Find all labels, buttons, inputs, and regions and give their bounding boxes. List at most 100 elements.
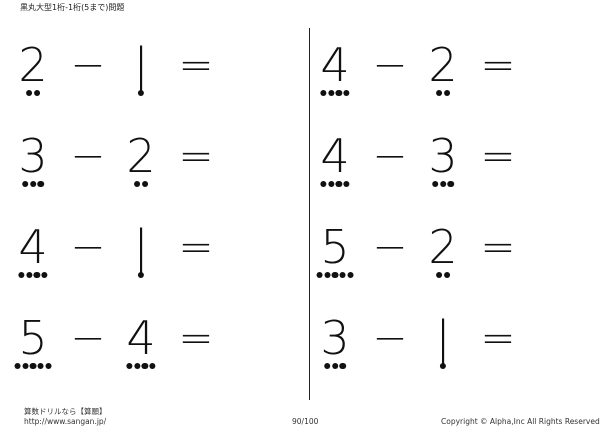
count-dot <box>432 181 439 188</box>
subtrahend: 2 <box>126 131 156 206</box>
subtrahend-digit: 2 <box>428 220 458 274</box>
count-dot <box>320 181 327 188</box>
minuend: 4 <box>18 222 48 297</box>
count-dot <box>343 90 350 97</box>
subtrahend-digit: 3 <box>428 129 458 183</box>
count-dot <box>134 363 141 370</box>
minuend: 3 <box>320 313 350 388</box>
subtrahend: 2 <box>428 222 458 297</box>
count-dot <box>443 90 450 97</box>
subtrahend: | <box>126 40 156 115</box>
equals-sign: = <box>178 313 214 362</box>
minuend-dots <box>22 181 44 188</box>
count-dot <box>22 363 29 370</box>
minus-sign: − <box>70 131 106 180</box>
count-dot <box>436 90 443 97</box>
count-dot <box>33 272 40 279</box>
page-number: 90/100 <box>292 417 319 426</box>
count-dot <box>439 363 447 370</box>
count-dot <box>331 272 339 279</box>
minus-sign: − <box>70 222 106 271</box>
count-dot <box>22 181 29 188</box>
copyright: Copyright © Alpha,Inc All Rights Reserve… <box>441 417 600 426</box>
subtrahend: 3 <box>428 131 458 206</box>
equals-sign: = <box>178 40 214 89</box>
equals-sign: = <box>178 222 214 271</box>
count-dot <box>335 90 342 97</box>
subtrahend-dots <box>134 181 148 188</box>
minus-sign: − <box>372 131 408 180</box>
count-dot <box>347 272 354 279</box>
count-dot <box>26 272 33 279</box>
count-dot <box>316 272 323 279</box>
equals-sign: = <box>480 313 516 362</box>
column-divider <box>309 28 310 400</box>
subtrahend-digit: 2 <box>428 38 458 92</box>
count-dot <box>339 363 346 370</box>
problem-1: 2 − | = <box>18 40 278 120</box>
minuend-dots <box>324 363 346 370</box>
count-dot <box>339 272 346 279</box>
subtrahend-dots <box>436 272 450 279</box>
minus-sign: − <box>372 313 408 362</box>
count-dot <box>447 181 454 188</box>
minuend-dots <box>18 272 48 279</box>
minuend: 2 <box>18 40 48 115</box>
worksheet-title: 黒丸大型1桁-1桁(5まで)問題 <box>20 3 125 12</box>
footer-brand: 算数ドリルなら【算願】 <box>24 407 107 416</box>
minuend-dots <box>320 90 350 97</box>
count-dot <box>443 272 450 279</box>
subtrahend-dots <box>137 90 145 97</box>
count-dot <box>37 363 44 370</box>
minus-sign: − <box>372 40 408 89</box>
minuend-digit: 3 <box>320 311 350 365</box>
minuend-digit: 2 <box>18 38 48 92</box>
subtrahend-dots <box>432 181 454 188</box>
minuend-digit: 5 <box>18 311 48 365</box>
subtrahend: 4 <box>126 313 156 388</box>
count-dot <box>335 181 342 188</box>
footer-url[interactable]: http://www.sangan.jp/ <box>24 417 107 426</box>
subtrahend-digit: 4 <box>126 311 156 365</box>
minuend: 4 <box>320 131 350 206</box>
minuend: 5 <box>316 220 354 297</box>
count-dot <box>37 181 44 188</box>
minuend-dots <box>320 181 350 188</box>
count-dot <box>29 181 37 188</box>
subtrahend-digit: 2 <box>126 129 156 183</box>
equals-sign: = <box>480 40 516 89</box>
equals-sign: = <box>178 131 214 180</box>
count-dot <box>18 272 25 279</box>
count-dot <box>331 363 339 370</box>
minuend-dots <box>14 363 52 370</box>
subtrahend-dots <box>436 90 450 97</box>
count-dot <box>343 181 350 188</box>
minuend-digit: 4 <box>320 38 350 92</box>
count-dot <box>137 272 145 279</box>
minuend: 4 <box>320 40 350 115</box>
count-dot <box>324 363 331 370</box>
count-dot <box>324 272 331 279</box>
minuend-digit: 5 <box>320 220 350 274</box>
count-dot <box>328 181 335 188</box>
count-dot <box>320 90 327 97</box>
count-dot <box>149 363 156 370</box>
problem-6: 5 − 2 = <box>316 220 580 302</box>
problem-7: 5 − 4 = <box>14 311 278 393</box>
subtrahend: 2 <box>428 40 458 115</box>
count-dot <box>436 272 443 279</box>
subtrahend-digit: | <box>133 220 149 274</box>
problem-8: 3 − | = <box>320 313 580 393</box>
minuend: 5 <box>14 311 52 388</box>
problem-2: 4 − 2 = <box>320 40 580 120</box>
count-dot <box>45 363 52 370</box>
count-dot <box>134 181 141 188</box>
minus-sign: − <box>70 313 106 362</box>
count-dot <box>141 181 148 188</box>
minus-sign: − <box>70 40 106 89</box>
minuend-digit: 4 <box>18 220 48 274</box>
minuend: 3 <box>18 131 48 206</box>
subtrahend-dots <box>137 272 145 279</box>
count-dot <box>29 363 37 370</box>
equals-sign: = <box>480 131 516 180</box>
